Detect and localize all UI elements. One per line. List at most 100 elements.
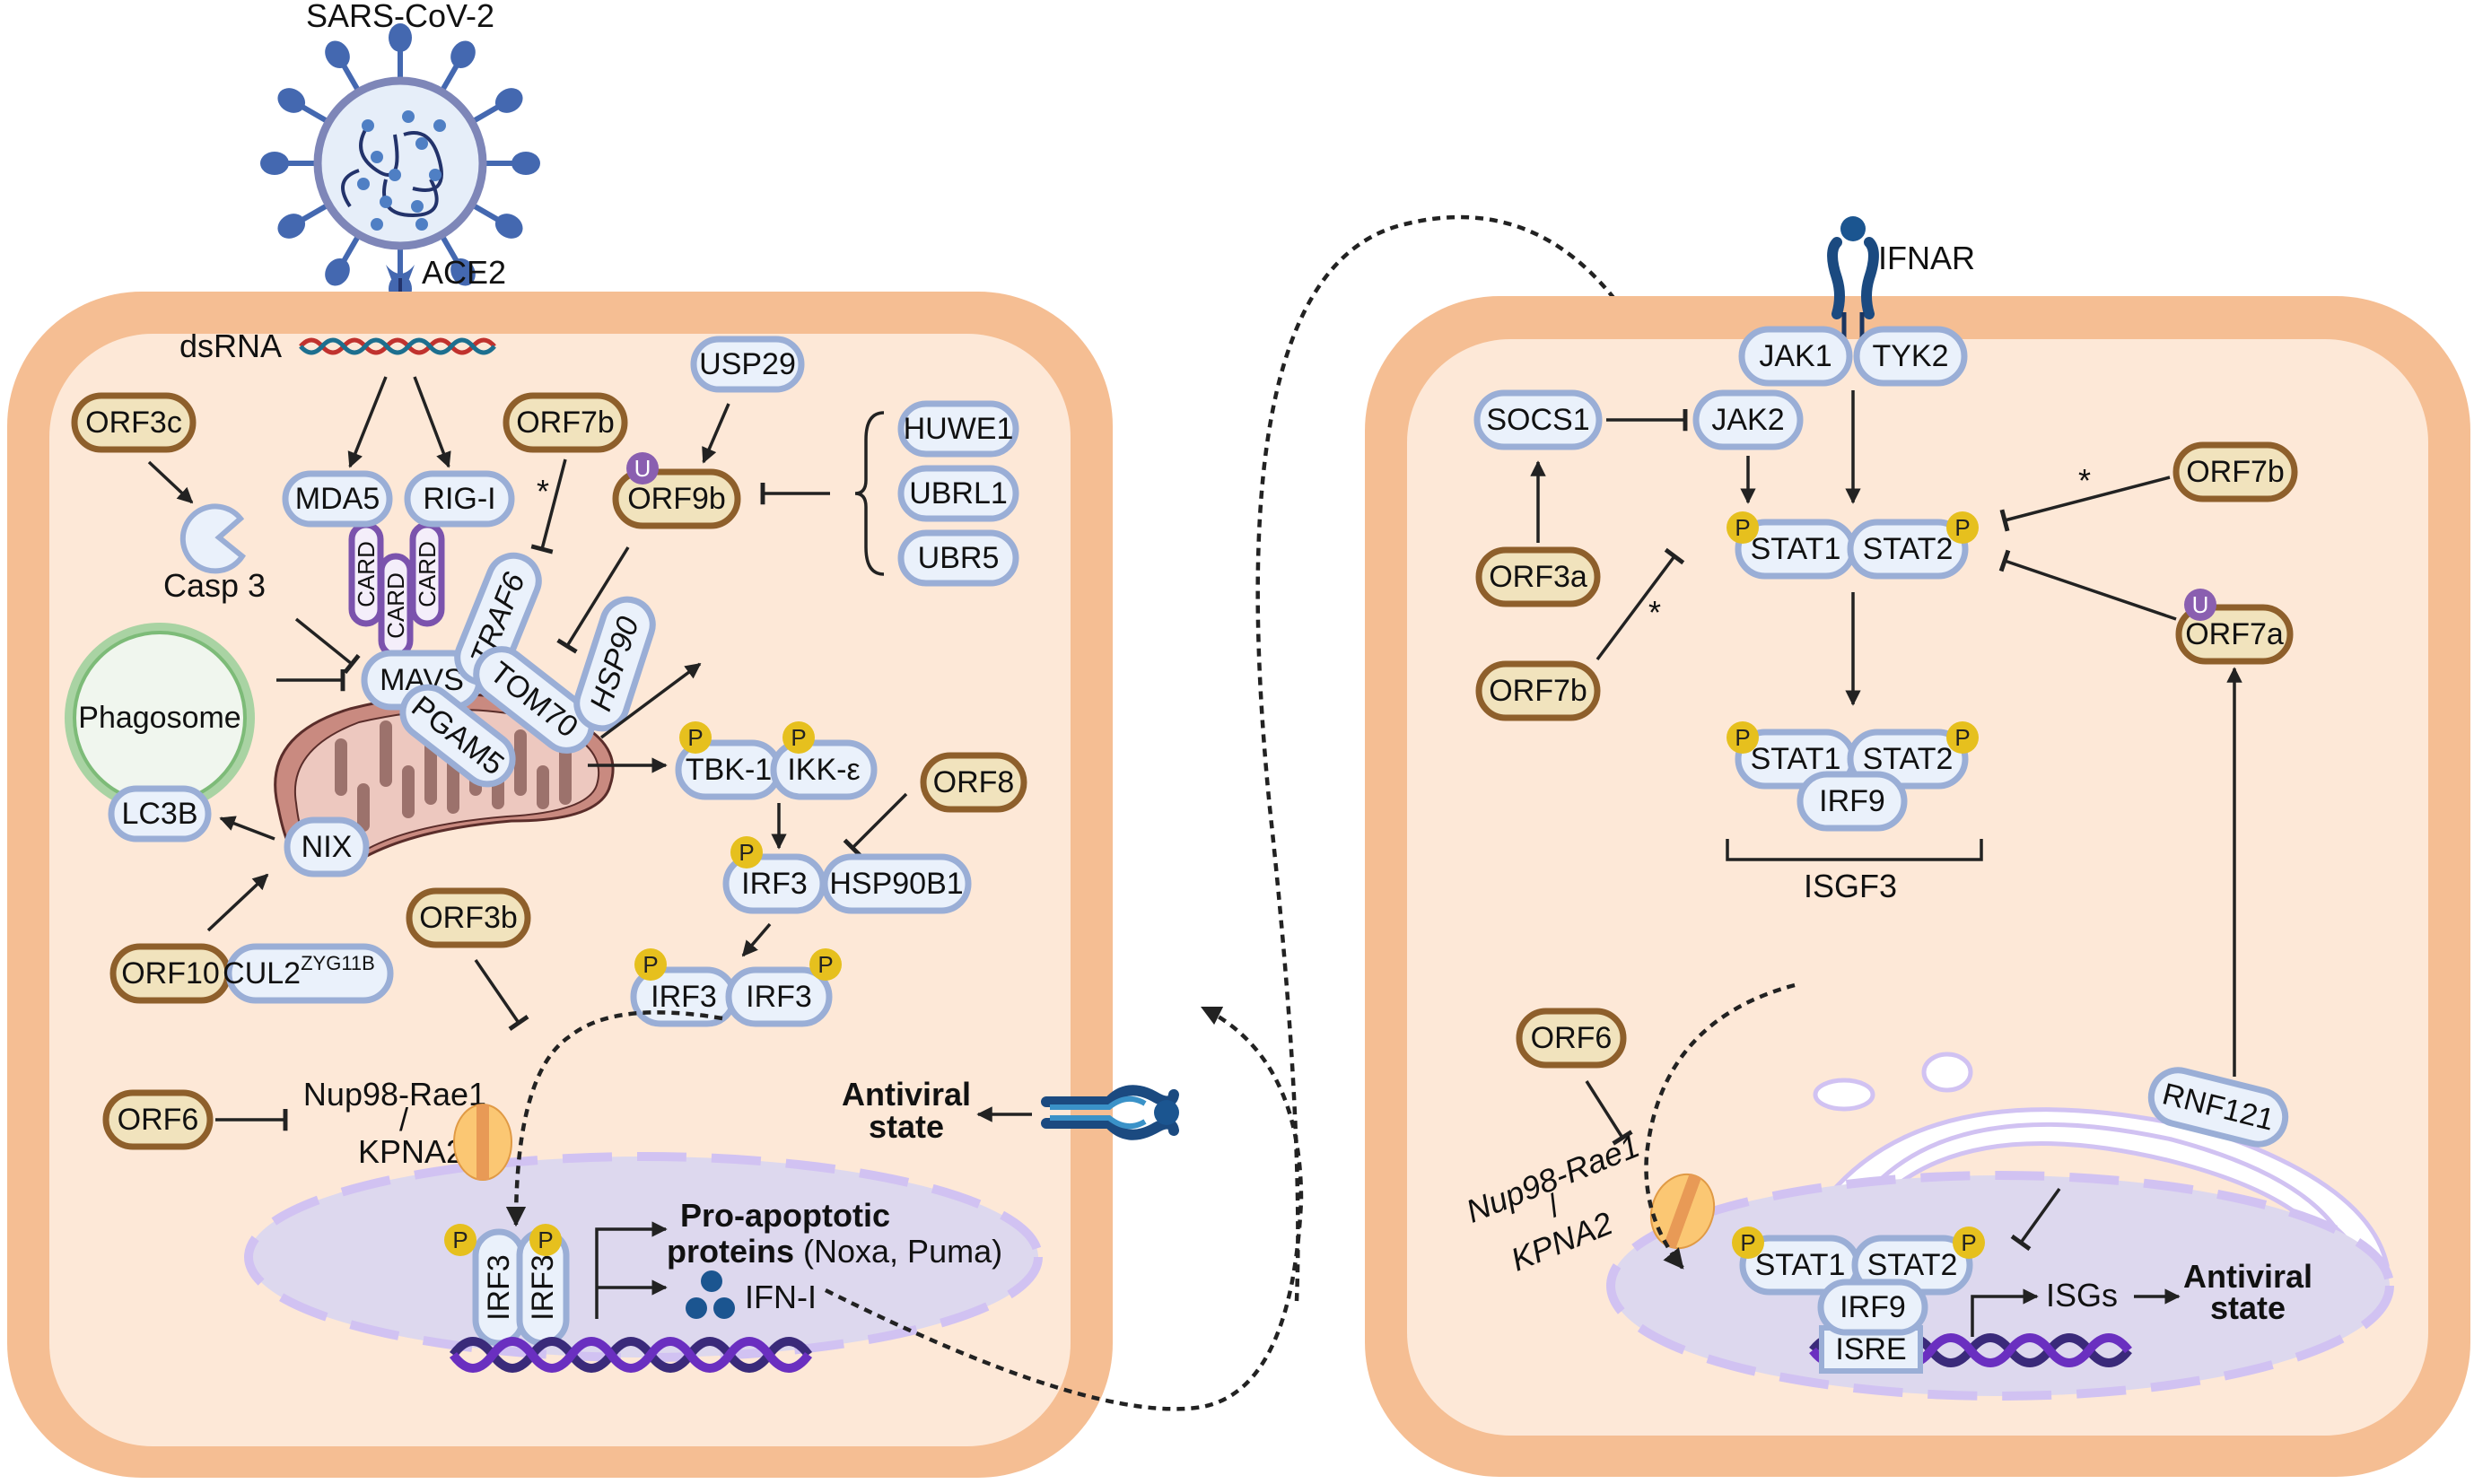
spike-protein-icon [494, 88, 523, 113]
node-irf3-dimer-b[interactable]: IRF3 [725, 966, 833, 1027]
phospho-badge: P [1953, 1226, 1985, 1259]
node-lc3b[interactable]: LC3B [108, 785, 212, 842]
svg-text:STAT1: STAT1 [1755, 1248, 1846, 1282]
svg-text:MDA5: MDA5 [295, 482, 380, 516]
phospho-badge: P [1727, 721, 1759, 754]
node-cul2[interactable]: CUL2ZYG11B [223, 943, 394, 1004]
nucleocapsid-dot [402, 110, 415, 123]
svg-text:IRF3: IRF3 [651, 980, 717, 1014]
ifnar-receptor: IFNAR [1827, 216, 1975, 359]
nucleocapsid-dot [415, 137, 428, 150]
svg-text:TBK-1: TBK-1 [686, 753, 772, 787]
node-jak2[interactable]: JAK2 [1692, 389, 1804, 450]
node-nuclear-stat2[interactable]: STAT2 [1851, 1235, 1973, 1296]
phospho-badge: P [529, 1224, 562, 1256]
slash-label: / [399, 1101, 408, 1138]
node-ubr5[interactable]: UBR5 [897, 529, 1019, 587]
nucleus-left [244, 1152, 1043, 1362]
phospho-badge: P [679, 721, 712, 754]
node-orf9b[interactable]: ORF9b [612, 468, 741, 529]
arrow-mito-up [599, 662, 702, 739]
svg-text:IKK-ε: IKK-ε [787, 753, 860, 787]
node-hsp90b1[interactable]: HSP90B1 [821, 853, 972, 914]
svg-text:P: P [739, 839, 754, 866]
node-irf3[interactable]: IRF3 [722, 853, 826, 914]
node-socs1[interactable]: SOCS1 [1473, 389, 1603, 450]
svg-text:STAT1: STAT1 [1751, 742, 1841, 776]
spike-protein-icon [450, 40, 476, 69]
node-mavs[interactable]: MAVS [361, 650, 483, 711]
inhibit-orf3b [474, 959, 529, 1031]
phospho-badge: P [634, 948, 667, 981]
node-nix[interactable]: NIX [284, 816, 370, 877]
node-orf3a[interactable]: ORF3a [1475, 546, 1601, 607]
node-orf7b-right-left[interactable]: ORF7b [1475, 660, 1601, 721]
phospho-badge: P [782, 721, 815, 754]
nuclear-pore-right [1649, 1173, 1716, 1250]
spike-protein-icon [450, 258, 476, 286]
asterisk: * [1648, 594, 1661, 631]
dsrna: dsRNA [179, 327, 496, 364]
svg-text:JAK2: JAK2 [1711, 403, 1784, 437]
phospho-badge: P [1946, 721, 1979, 754]
spike-protein-icon [389, 23, 412, 52]
node-stat2[interactable]: STAT2 [1847, 519, 1969, 580]
node-irf3-nuclear-a[interactable]: IRF3 [472, 1228, 526, 1347]
svg-text:U: U [634, 455, 651, 482]
node-nuclear-irf9[interactable]: IRF9 [1817, 1279, 1928, 1336]
svg-text:LC3B: LC3B [121, 797, 197, 831]
node-orf6-right-cell[interactable]: ORF6 [1516, 1008, 1627, 1069]
phospho-badge: P [730, 836, 763, 869]
svg-text:ISRE: ISRE [1835, 1332, 1906, 1366]
antiviral-label-left: Antiviral [842, 1076, 971, 1113]
svg-text:CARD: CARD [382, 572, 409, 639]
node-orf3b[interactable]: ORF3b [406, 887, 531, 948]
svg-text:ORF6: ORF6 [118, 1103, 199, 1137]
node-usp29[interactable]: USP29 [690, 336, 805, 393]
node-orf7b-right-top[interactable]: ORF7b [2172, 441, 2298, 502]
nucleocapsid-dot [429, 169, 441, 181]
node-rnf121[interactable]: RNF121 [2146, 1065, 2291, 1150]
node-orf10[interactable]: ORF10 [109, 943, 232, 1004]
node-isgf3-stat2[interactable]: STAT2 [1847, 729, 1969, 790]
svg-text:USP29: USP29 [699, 347, 796, 381]
arrow-usp29-orf9b [702, 403, 730, 464]
node-ubrl1[interactable]: UBRL1 [897, 465, 1019, 522]
node-jak1[interactable]: JAK1 [1738, 326, 1853, 387]
promoter-arrow-isgs [1971, 1288, 2039, 1337]
svg-text:IRF3: IRF3 [482, 1254, 516, 1321]
svg-text:P: P [1961, 1229, 1976, 1256]
node-orf7b-left-cell[interactable]: ORF7b [503, 392, 628, 453]
ubiquitin-badge: U [626, 452, 659, 484]
svg-text:P: P [1735, 514, 1750, 541]
virus-genome-icon [341, 124, 443, 218]
node-orf7a[interactable]: ORF7a [2175, 604, 2294, 665]
virus-envelope [313, 76, 487, 250]
node-nuclear-stat1[interactable]: STAT1 [1739, 1235, 1861, 1296]
node-rig-i[interactable]: RIG-I [404, 470, 515, 528]
svg-text:ORF3b: ORF3b [419, 901, 518, 935]
node-huwe1[interactable]: HUWE1 [897, 400, 1019, 458]
node-orf6-left-cell[interactable]: ORF6 [102, 1089, 214, 1150]
pacman-icon [179, 503, 246, 574]
svg-text:IRF9: IRF9 [1819, 784, 1885, 818]
svg-text:P: P [643, 951, 658, 978]
node-orf3c[interactable]: ORF3c [71, 392, 197, 453]
svg-text:CARD: CARD [353, 541, 380, 607]
ace2-icon [386, 265, 415, 283]
node-ikk-epsilon[interactable]: IKK-ε [770, 739, 878, 800]
svg-text:UBR5: UBR5 [918, 541, 1000, 575]
node-mda5[interactable]: MDA5 [282, 470, 393, 528]
phagosome: Phagosome [65, 623, 255, 813]
asterisk: * [2078, 462, 2091, 499]
node-isgf3-irf9[interactable]: IRF9 [1796, 771, 1908, 832]
nucleocapsid-dot [389, 169, 401, 181]
node-tyk2[interactable]: TYK2 [1853, 326, 1968, 387]
node-orf8[interactable]: ORF8 [920, 752, 1027, 813]
isgf3-bracket [1726, 839, 1983, 861]
svg-text:UBRL1: UBRL1 [909, 476, 1008, 511]
arrow-dsrna-rigi [413, 376, 451, 468]
nucleocapsid-dot [415, 218, 428, 231]
svg-text:P: P [452, 1226, 468, 1253]
ligase-bracket [854, 411, 885, 576]
